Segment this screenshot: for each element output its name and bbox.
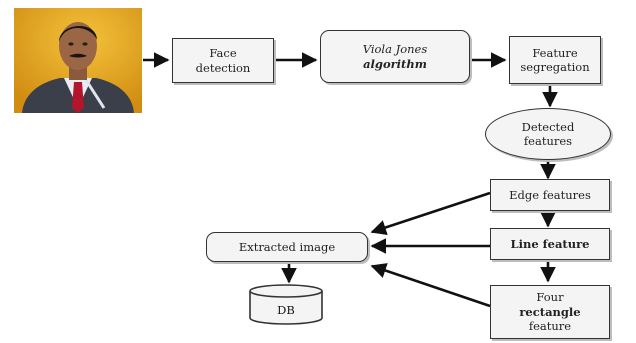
- feature-segregation-box: Feature segregation: [509, 36, 601, 84]
- face-detection-line2: detection: [195, 60, 251, 75]
- db-cylinder: [249, 284, 323, 325]
- four-rectangle-line2: rectangle: [519, 304, 581, 319]
- viola-jones-line2: algorithm: [363, 56, 427, 71]
- extracted-image-label: Extracted image: [238, 239, 336, 254]
- arrow-four-rectangle-to-extracted-image: [370, 263, 491, 308]
- edge-features-label: Edge features: [509, 187, 591, 202]
- detected-features-ellipse: Detected features: [485, 108, 611, 160]
- four-rectangle-feature-box: Four rectangle feature: [490, 285, 610, 339]
- four-rectangle-line1: Four: [536, 290, 564, 305]
- line-feature-label: Line feature: [510, 236, 590, 251]
- extracted-image-box: Extracted image: [206, 232, 368, 262]
- edge-features-box: Edge features: [490, 179, 610, 211]
- feature-segregation-line1: Feature: [532, 45, 578, 60]
- feature-segregation-line2: segregation: [520, 60, 590, 74]
- line-feature-box: Line feature: [490, 228, 610, 260]
- detected-features-line1: Detected: [521, 119, 575, 134]
- viola-jones-box: Viola Jones algorithm: [320, 30, 470, 83]
- face-detection-box: Face detection: [172, 38, 274, 83]
- viola-jones-line1: Viola Jones: [362, 42, 428, 57]
- four-rectangle-line3: feature: [528, 319, 572, 334]
- arrow-edge-features-to-extracted-image: [370, 191, 491, 236]
- person-portrait-photo: [14, 8, 142, 113]
- face-detection-line1: Face: [209, 46, 237, 61]
- detected-features-line2: features: [523, 134, 573, 148]
- db-label: DB: [277, 303, 295, 317]
